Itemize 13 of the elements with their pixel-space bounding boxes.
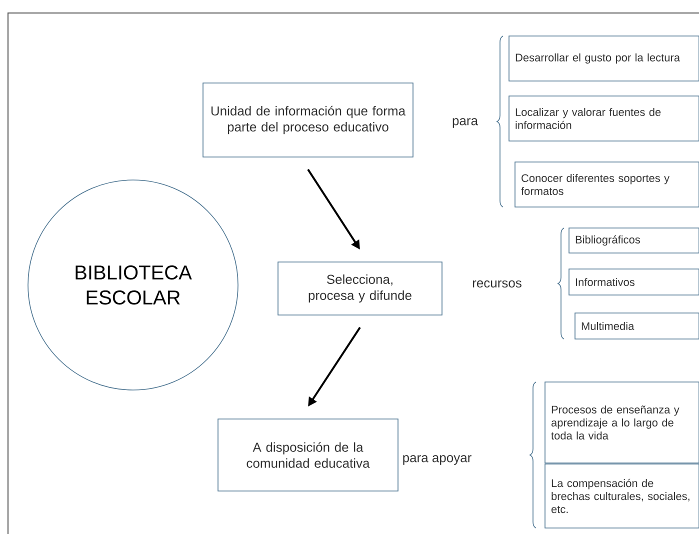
text-box: Desarrollar el gusto por la lectura — [508, 36, 699, 82]
text-box: Procesos de enseñanza y aprendizaje a lo largo de toda la vida — [544, 382, 699, 464]
text-box: Multimedia — [574, 312, 699, 340]
text-box: Conocer diferentes soportes y formatos — [514, 162, 699, 208]
connector-word: para — [452, 118, 478, 128]
text-box: Localizar y valorar fuentes de información — [508, 96, 699, 142]
text-box: La compensación de brechas culturales, sociales, etc. — [544, 464, 699, 528]
text-box: Selecciona, procesa y difunde — [278, 262, 442, 316]
text-box: Bibliográficos — [568, 228, 699, 254]
connector-word: recursos — [472, 280, 522, 288]
text-box: Informativos — [568, 268, 699, 296]
text-box: A disposición de la comunidad educativa — [218, 418, 398, 492]
text-box: Unidad de información que forma parte del proceso educativo — [202, 82, 414, 158]
